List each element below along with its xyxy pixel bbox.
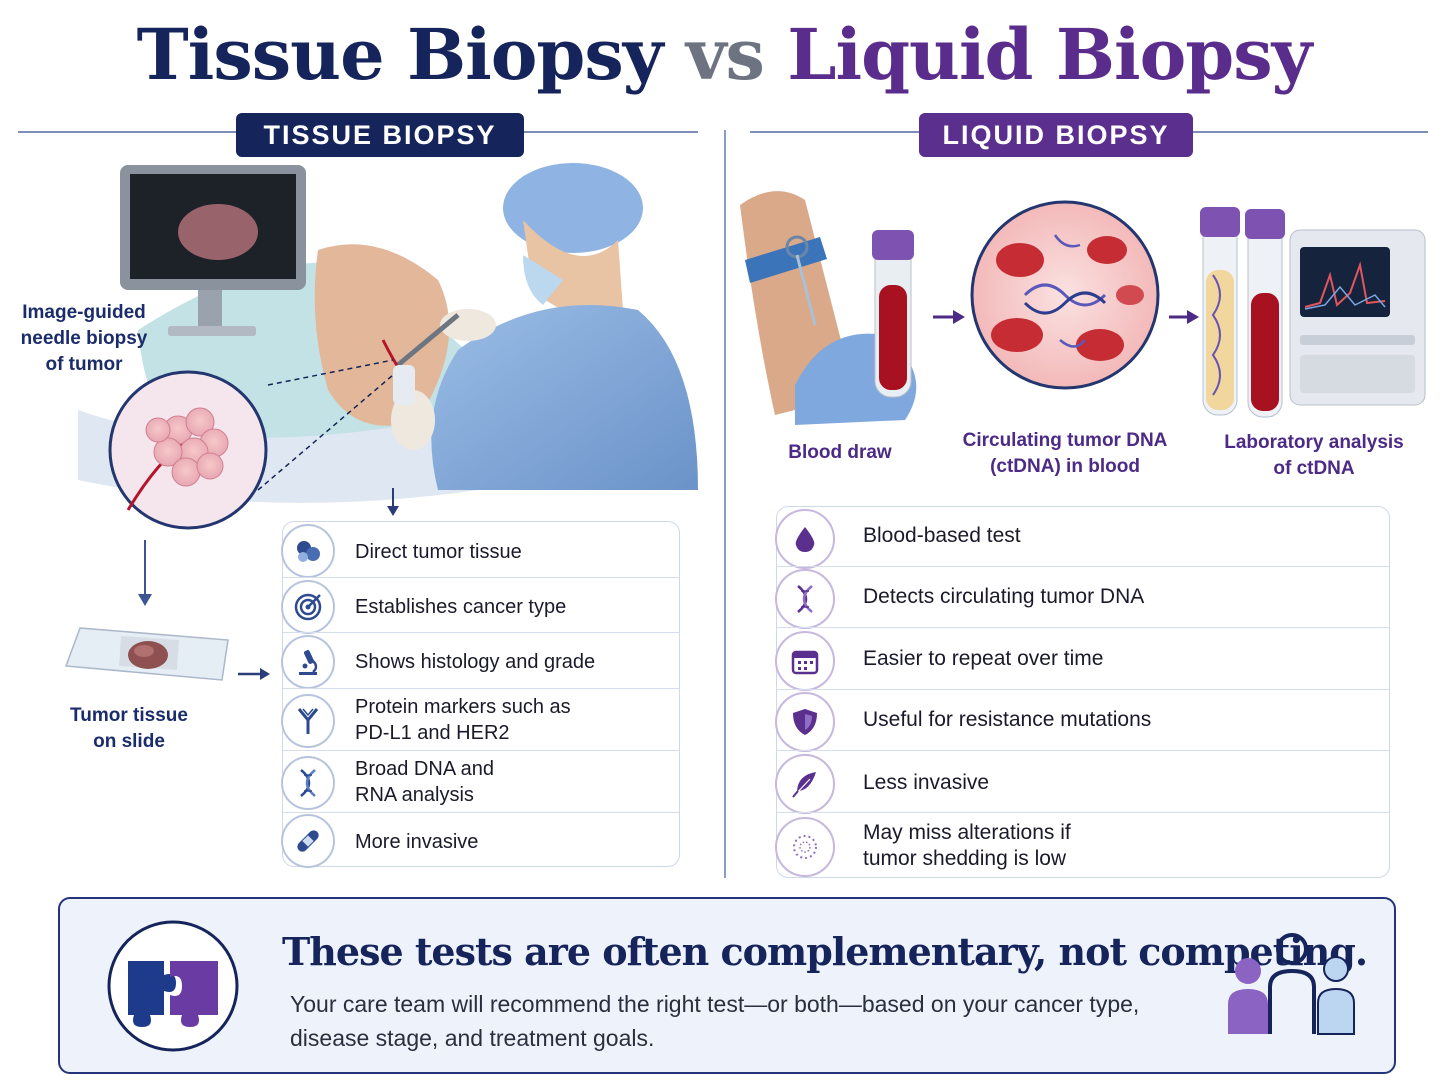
caption-needle-biopsy: Image-guided needle biopsy of tumor <box>20 302 148 375</box>
cells-icon <box>281 524 335 578</box>
banner-headline: These tests are often complementary, not… <box>282 929 1368 974</box>
list-item: Shows histology and grade <box>281 632 679 689</box>
caption-ctdna: Circulating tumor DNA (ctDNA) in blood <box>962 430 1168 477</box>
list-item: Blood-based test <box>775 507 1389 569</box>
column-divider <box>724 130 726 878</box>
liquid-biopsy-illustration <box>740 191 1426 425</box>
list-item: Useful for resistance mutations <box>775 689 1389 752</box>
microscope-icon <box>281 635 335 689</box>
list-item: Less invasive <box>775 750 1389 814</box>
tissue-feature-list: Direct tumor tissue Establishes cancer t… <box>281 521 680 868</box>
antibody-icon <box>281 694 335 748</box>
list-item: Direct tumor tissue <box>281 522 679 578</box>
list-item: Protein markers such as PD-L1 and HER2 <box>281 688 679 751</box>
tissue-section-header: TISSUE BIOPSY <box>236 113 524 157</box>
tumor-slide-illustration <box>64 540 270 681</box>
dna-icon <box>775 569 835 629</box>
shield-icon <box>775 692 835 752</box>
tissue-biopsy-illustration <box>78 163 698 530</box>
title-liquid: Liquid Biopsy <box>787 13 1312 96</box>
people-icon <box>1228 933 1355 1035</box>
caption-blood-draw: Blood draw <box>788 442 892 463</box>
page-title: Tissue Biopsy vs Liquid Biopsy <box>0 10 1448 100</box>
bandage-icon <box>281 814 335 868</box>
target-icon <box>281 580 335 634</box>
liquid-section-header: LIQUID BIOPSY <box>919 113 1193 157</box>
feather-icon <box>775 754 835 814</box>
list-item: May miss alterations if tumor shedding i… <box>775 812 1389 878</box>
blood-drop-icon <box>775 509 835 569</box>
dotted-circle-icon <box>775 817 835 877</box>
dna-icon <box>281 756 335 810</box>
puzzle-icon <box>107 920 239 1052</box>
list-item: More invasive <box>281 812 679 868</box>
banner-body: Your care team will recommend the right … <box>290 991 1140 1051</box>
title-tissue: Tissue Biopsy <box>136 13 664 96</box>
summary-banner: These tests are often complementary, not… <box>58 897 1396 1074</box>
list-item: Establishes cancer type <box>281 577 679 634</box>
list-item: Detects circulating tumor DNA <box>775 566 1389 629</box>
list-item: Easier to repeat over time <box>775 627 1389 691</box>
calendar-icon <box>775 631 835 691</box>
list-item: Broad DNA and RNA analysis <box>281 750 679 813</box>
caption-tumor-slide: Tumor tissue on slide <box>70 705 188 752</box>
liquid-feature-list: Blood-based test Detects circulating tum… <box>775 506 1390 878</box>
caption-lab-analysis: Laboratory analysis of ctDNA <box>1224 432 1404 479</box>
title-vs: vs <box>685 13 765 96</box>
